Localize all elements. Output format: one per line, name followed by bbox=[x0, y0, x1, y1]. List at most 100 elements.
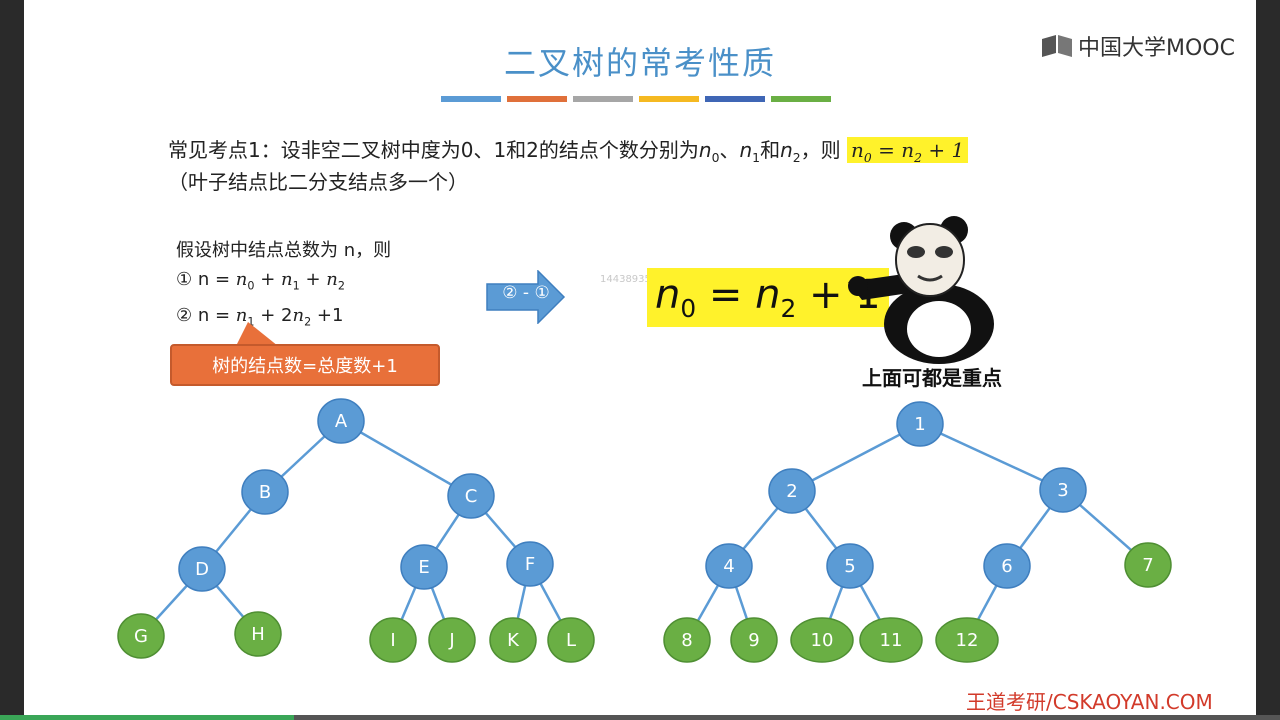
eq-var: n bbox=[292, 304, 305, 326]
bf-var: n bbox=[655, 272, 681, 318]
title-bar-5 bbox=[771, 96, 831, 102]
left-tree-node-H bbox=[234, 611, 282, 657]
left-tree-node-F bbox=[506, 541, 554, 587]
right-tree-edge-1-2 bbox=[791, 422, 921, 493]
var-sub: 2 bbox=[792, 150, 801, 165]
right-tree-node-label-8: 8 bbox=[681, 630, 692, 651]
var-n: n bbox=[780, 138, 793, 162]
mooc-logo: 中国大学MOOC bbox=[1040, 30, 1235, 62]
right-tree-node-11 bbox=[859, 617, 923, 663]
hl-sub: 0 bbox=[863, 150, 872, 165]
left-tree-node-I bbox=[369, 617, 417, 663]
left-tree-node-label-A: A bbox=[335, 411, 348, 432]
right-tree-node-7 bbox=[1124, 542, 1172, 588]
right-tree-node-label-12: 12 bbox=[956, 630, 979, 651]
eq-text: +1 bbox=[311, 304, 344, 326]
panda-caption: 上面可都是重点 bbox=[862, 366, 1002, 390]
hl-n: n bbox=[851, 138, 864, 162]
title-color-bars bbox=[441, 96, 831, 102]
brand-watermark: 王道考研/CSKAOYAN.COM bbox=[966, 690, 1213, 714]
eq-var: n bbox=[235, 304, 248, 326]
eq-sub: 1 bbox=[292, 279, 300, 293]
right-tree-node-10 bbox=[790, 617, 854, 663]
video-frame-right bbox=[1256, 0, 1280, 720]
arrow-label: ② - ① bbox=[502, 283, 550, 303]
bf-eq: = bbox=[696, 272, 756, 318]
exam-point-1: 常见考点1：设非空二叉树中度为0、1和2的结点个数分别为n0、n1和n2，则 n… bbox=[168, 134, 969, 165]
derivation-block: 假设树中结点总数为 n，则 ① n = n0 + n1 + n2 ② n = n… bbox=[176, 236, 391, 336]
hl-mid: = n bbox=[871, 138, 915, 162]
title-bar-3 bbox=[639, 96, 699, 102]
callout-tail bbox=[236, 322, 278, 346]
left-tree-node-label-B: B bbox=[259, 482, 271, 503]
watermark-id: 1443893503 bbox=[600, 274, 664, 285]
title-bar-1 bbox=[507, 96, 567, 102]
sep-text: 和 bbox=[760, 138, 781, 162]
left-tree-node-A bbox=[317, 398, 365, 444]
right-tree-node-12 bbox=[935, 617, 999, 663]
assume-line: 假设树中结点总数为 n，则 bbox=[176, 240, 392, 261]
bf-sub: 0 bbox=[680, 294, 697, 323]
mooc-logo-icon bbox=[1042, 35, 1072, 57]
right-tree-node-6 bbox=[983, 543, 1031, 589]
sep-text: 、 bbox=[719, 138, 740, 162]
right-tree-node-4 bbox=[705, 543, 753, 589]
right-tree-node-label-10: 10 bbox=[811, 630, 834, 651]
slide-title: 二叉树的常考性质 bbox=[503, 44, 776, 82]
video-frame-left bbox=[0, 0, 24, 720]
eq-text: + 2 bbox=[254, 304, 293, 326]
left-tree-edge-A-C bbox=[340, 419, 472, 498]
left-tree-node-G bbox=[117, 613, 165, 659]
bf-sub: 2 bbox=[780, 294, 797, 323]
right-tree-node-5 bbox=[826, 543, 874, 589]
left-tree-node-D bbox=[178, 546, 226, 592]
right-tree-node-label-3: 3 bbox=[1057, 480, 1068, 501]
left-tree-node-label-G: G bbox=[134, 626, 148, 647]
eq-text: ② n = bbox=[176, 304, 236, 326]
right-arrow-icon bbox=[486, 270, 566, 324]
eq-text: + bbox=[254, 269, 282, 290]
eq-sub: 0 bbox=[247, 279, 255, 293]
right-tree-node-1 bbox=[896, 401, 944, 447]
equation-2: ② n = n1 + 2n2 +1 bbox=[176, 301, 391, 337]
right-tree-node-label-7: 7 bbox=[1142, 555, 1153, 576]
title-bar-4 bbox=[705, 96, 765, 102]
bf-var: n bbox=[755, 272, 781, 318]
exam-point-1-note: （叶子结点比二分支结点多一个） bbox=[168, 170, 468, 194]
title-bar-2 bbox=[573, 96, 633, 102]
eq-text: + bbox=[299, 269, 327, 290]
eq-text: ① n = bbox=[176, 269, 236, 290]
mooc-logo-text: 中国大学MOOC bbox=[1078, 36, 1235, 61]
eq-var: n bbox=[326, 269, 338, 290]
right-tree-node-label-4: 4 bbox=[723, 556, 734, 577]
big-formula: n0 = n2 + 1 bbox=[647, 268, 889, 327]
left-tree-node-label-I: I bbox=[390, 630, 395, 651]
left-tree-node-J bbox=[428, 617, 476, 663]
eq-sub: 2 bbox=[304, 315, 312, 329]
right-tree-node-label-9: 9 bbox=[748, 630, 759, 651]
right-tree-node-3 bbox=[1039, 467, 1087, 513]
callout-box: 树的结点数=总度数+1 bbox=[170, 344, 440, 386]
left-tree-node-E bbox=[400, 544, 448, 590]
title-bar-0 bbox=[441, 96, 501, 102]
eq-var: n bbox=[281, 269, 293, 290]
left-tree-node-B bbox=[241, 469, 289, 515]
right-tree-node-2 bbox=[768, 468, 816, 514]
right-tree-node-label-6: 6 bbox=[1001, 556, 1012, 577]
var-sub: 0 bbox=[711, 150, 720, 165]
var-n: n bbox=[739, 138, 753, 162]
video-progress-bar[interactable] bbox=[0, 715, 1280, 720]
right-tree-node-label-1: 1 bbox=[914, 414, 925, 435]
exam-point-1-text: 常见考点1：设非空二叉树中度为0、1和2的结点个数分别为 bbox=[168, 138, 699, 162]
left-tree-node-label-C: C bbox=[465, 486, 478, 507]
left-tree-node-label-D: D bbox=[195, 559, 209, 580]
hl-sub: 2 bbox=[914, 150, 923, 165]
hl-end: + 1 bbox=[922, 138, 965, 162]
left-tree-node-label-H: H bbox=[251, 624, 265, 645]
eq-sub: 2 bbox=[337, 279, 345, 293]
panda-meme-image bbox=[848, 216, 994, 364]
left-tree-node-K bbox=[489, 617, 537, 663]
right-tree-node-label-5: 5 bbox=[844, 556, 855, 577]
right-tree-node-8 bbox=[663, 617, 711, 663]
eq-var: n bbox=[235, 269, 248, 290]
